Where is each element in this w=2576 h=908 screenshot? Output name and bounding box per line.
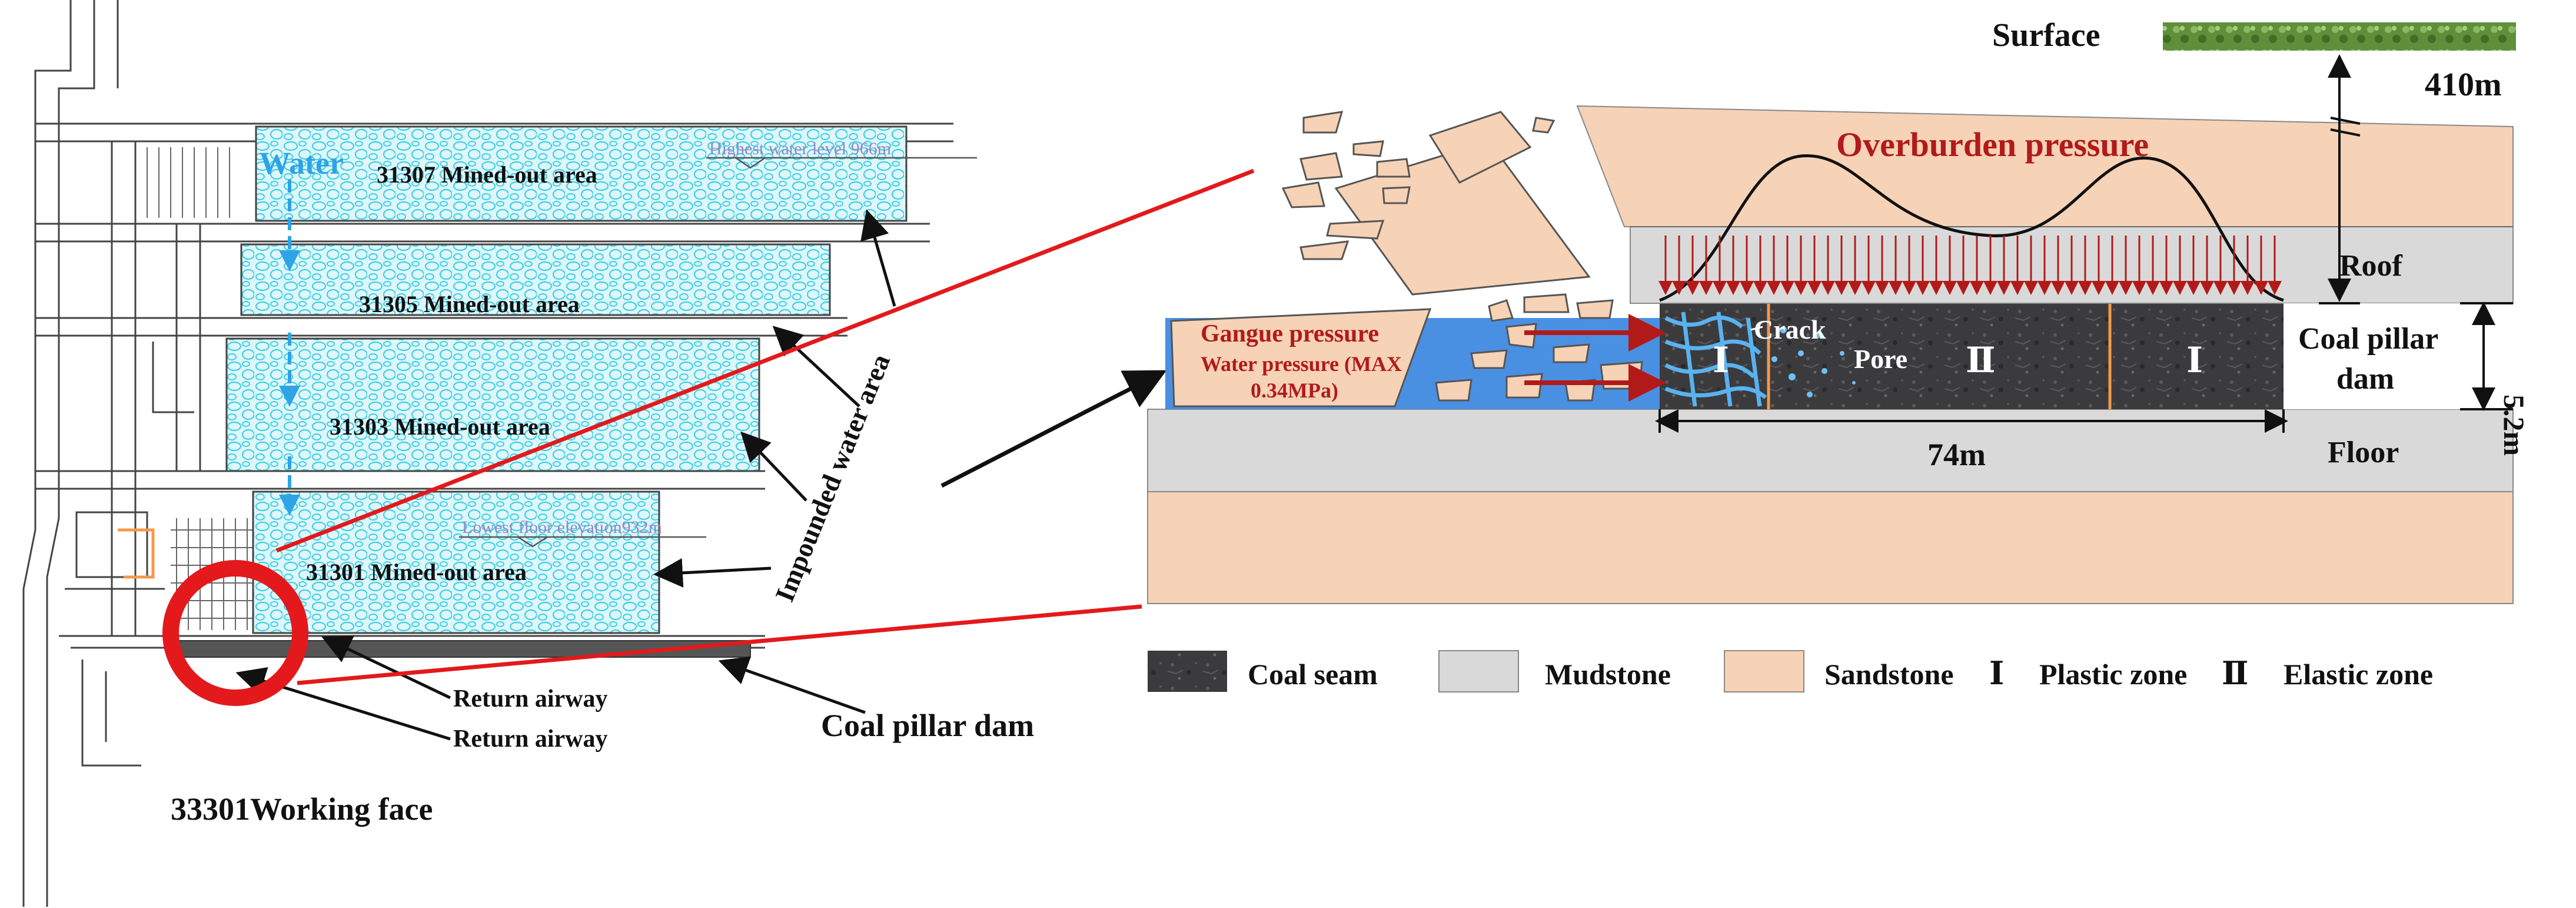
surface-label: Surface bbox=[1992, 17, 2100, 54]
overburden-curve bbox=[1659, 154, 2284, 302]
legend-coal-label: Coal seam bbox=[1248, 658, 1378, 691]
legend: Coal seam Mudstone Sandstone Ⅰ Plastic z… bbox=[1148, 650, 2433, 692]
pore-dots bbox=[1771, 326, 1856, 397]
orange-roadway bbox=[118, 528, 155, 579]
thickness-dimension bbox=[2460, 301, 2513, 411]
area-31307-label: 31307 Mined-out area bbox=[377, 161, 597, 188]
working-face-label: 33301Working face bbox=[171, 791, 433, 827]
lowest-floor-label: Lowest floor elevation932m bbox=[462, 518, 662, 537]
water-label: Water bbox=[259, 145, 344, 181]
depth-label: 410m bbox=[2425, 67, 2502, 103]
horizontal-pressure-arrows bbox=[1524, 314, 1666, 402]
zone-plastic-right-label: Ⅰ bbox=[2186, 341, 2203, 380]
zone-elastic-label: Ⅱ bbox=[1966, 341, 1996, 380]
pointer-arrow bbox=[940, 370, 1167, 488]
legend-plastic-symbol: Ⅰ bbox=[1989, 656, 2004, 691]
caved-blocks bbox=[1170, 111, 1643, 407]
pillar-dam-label-1: Coal pillar bbox=[2298, 322, 2438, 356]
grass-strip-icon bbox=[2163, 22, 2516, 51]
crack-label: Crack bbox=[1754, 314, 1826, 344]
width-dimension bbox=[1655, 409, 2288, 433]
crack-zone bbox=[1664, 311, 1767, 407]
area-31303-label: 31303 Mined-out area bbox=[330, 413, 550, 440]
return-airway-label-2: Return airway bbox=[453, 725, 607, 753]
impounded-arrows bbox=[653, 209, 896, 588]
legend-sandstone-label: Sandstone bbox=[1824, 658, 1954, 691]
coal-pillar bbox=[1660, 303, 2284, 409]
area-31305-label: 31305 Mined-out area bbox=[359, 291, 580, 317]
red-circle-highlight bbox=[162, 560, 308, 706]
lowest-floor-marker bbox=[459, 536, 706, 548]
zone-plastic-left-label: Ⅰ bbox=[1713, 341, 1729, 380]
floor-label: Floor bbox=[2328, 436, 2399, 469]
width-label: 74m bbox=[1927, 437, 1986, 472]
crack-pointer bbox=[1750, 326, 1763, 331]
legend-plastic-label: Plastic zone bbox=[2039, 658, 2187, 691]
mined-area-31307 bbox=[255, 125, 908, 222]
pillar-dam-white bbox=[2284, 303, 2513, 409]
legend-sandstone-swatch bbox=[1724, 650, 1804, 692]
cross-section: Overburden pressure Gangue pressure Wate… bbox=[1147, 17, 2531, 604]
legend-elastic-label: Elastic zone bbox=[2284, 658, 2433, 691]
legend-mudstone-label: Mudstone bbox=[1545, 658, 1671, 691]
highest-water-level-label: Highest water level 966m bbox=[709, 139, 891, 158]
pillar-dam-label-2: dam bbox=[2336, 362, 2394, 396]
mined-area-31301 bbox=[252, 491, 660, 634]
water-pressure-label-2: 0.34MPa) bbox=[1251, 379, 1338, 402]
legend-coal-swatch bbox=[1148, 651, 1227, 692]
legend-elastic-symbol: Ⅱ bbox=[2222, 656, 2249, 691]
roof-label: Roof bbox=[2339, 249, 2403, 283]
gangue-pressure-label: Gangue pressure bbox=[1201, 320, 1379, 347]
coal-pillar-dam-left-label: Coal pillar dam bbox=[821, 708, 1034, 743]
pore-label: Pore bbox=[1854, 344, 1907, 374]
zoom-line-bottom bbox=[297, 604, 1142, 685]
impounded-water-label: Impounded water area bbox=[769, 350, 896, 606]
upper-sandstone bbox=[1576, 105, 2514, 227]
zoom-line-top bbox=[275, 168, 1255, 553]
pressure-arrows bbox=[1658, 236, 2282, 295]
mined-area-31305 bbox=[240, 243, 831, 316]
thickness-label: 5.2m bbox=[2498, 395, 2531, 456]
legend-mudstone-swatch bbox=[1438, 650, 1519, 692]
return-airway-label-1: Return airway bbox=[453, 685, 607, 713]
depth-dimension bbox=[2319, 54, 2361, 304]
water-pressure-label-1: Water pressure (MAX bbox=[1201, 352, 1402, 376]
highest-level-marker bbox=[706, 157, 977, 169]
mined-area-31303 bbox=[225, 337, 760, 472]
overburden-label: Overburden pressure bbox=[1836, 125, 2149, 164]
area-31301-label: 31301 Mined-out area bbox=[306, 559, 527, 585]
lower-sandstone bbox=[1147, 491, 2514, 604]
